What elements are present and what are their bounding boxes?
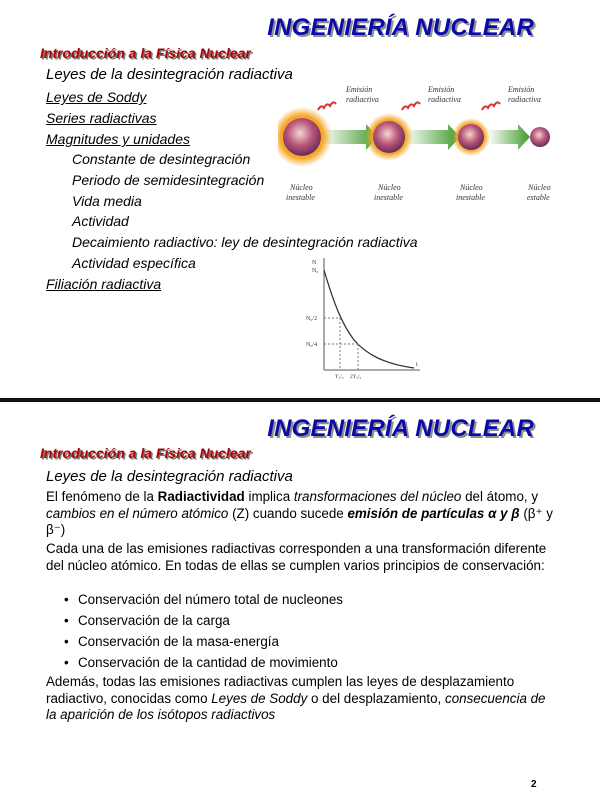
svg-text:N₀: N₀ xyxy=(312,268,318,274)
list-item: •Conservación de la cantidad de movimien… xyxy=(64,655,338,670)
svg-text:Núcleo: Núcleo xyxy=(459,183,483,192)
svg-text:2T₁/₂: 2T₁/₂ xyxy=(350,374,362,380)
topic-item: Series radiactivas xyxy=(46,110,157,126)
svg-text:inestable: inestable xyxy=(456,193,485,202)
subtopic-item: Decaimiento radiactivo: ley de desintegr… xyxy=(72,234,418,250)
arrow-icon xyxy=(488,124,530,150)
svg-text:Emisión: Emisión xyxy=(427,85,454,94)
slide-title: INGENIERÍA NUCLEAR xyxy=(267,14,534,41)
arrow-icon xyxy=(405,124,460,150)
nucleus-icon xyxy=(373,121,405,153)
paragraph-conservation: Cada una de las emisiones radiactivas co… xyxy=(46,541,547,573)
svg-text:N₀/2: N₀/2 xyxy=(306,316,317,322)
svg-text:Núcleo: Núcleo xyxy=(377,183,401,192)
nucleus-icon xyxy=(283,118,321,156)
page-number: 2 xyxy=(531,779,537,790)
decay-figure: Emisión radiactiva Emisión radiactiva Em… xyxy=(278,85,551,202)
svg-text:estable: estable xyxy=(527,193,550,202)
svg-text:t: t xyxy=(416,362,418,368)
arrow-icon xyxy=(322,124,378,150)
decay-graph: N N₀ N₀/2 N₀/4 t T₁/₂ 2T₁/₂ xyxy=(306,258,420,380)
slide-1: INGENIERÍA NUCLEAR Introducción a la Fís… xyxy=(0,0,600,398)
subtopic-item: Vida media xyxy=(72,193,142,209)
svg-text:inestable: inestable xyxy=(286,193,315,202)
section-heading: Leyes de la desintegración radiactiva xyxy=(46,468,293,485)
page-divider xyxy=(0,398,600,402)
nucleus-icon xyxy=(530,127,550,147)
slide-subtitle: Introducción a la Física Nuclear xyxy=(40,445,251,461)
slide-2: INGENIERÍA NUCLEAR Introducción a la Fís… xyxy=(0,402,600,800)
subtopic-item: Actividad específica xyxy=(72,255,196,271)
subtopic-item: Constante de desintegración xyxy=(72,151,251,167)
topic-item: Leyes de Soddy xyxy=(46,89,147,105)
svg-text:Emisión: Emisión xyxy=(345,85,372,94)
svg-text:N: N xyxy=(312,260,317,266)
svg-text:N₀/4: N₀/4 xyxy=(306,342,317,348)
subtopic-item: Periodo de semidesintegración xyxy=(72,172,265,188)
svg-text:Núcleo: Núcleo xyxy=(289,183,313,192)
section-heading: Leyes de la desintegración radiactiva xyxy=(46,66,293,83)
slide-subtitle: Introducción a la Física Nuclear xyxy=(40,45,251,61)
svg-text:T₁/₂: T₁/₂ xyxy=(335,374,344,380)
topic-item: Filiación radiactiva xyxy=(46,276,162,292)
svg-text:radiactiva: radiactiva xyxy=(428,95,461,104)
subtopic-item: Actividad xyxy=(72,213,129,229)
nucleus-icon xyxy=(458,124,484,150)
list-item: •Conservación del número total de nucleo… xyxy=(64,592,344,607)
emission-wave-icon xyxy=(401,101,421,111)
svg-text:radiactiva: radiactiva xyxy=(346,95,379,104)
paragraph-soddy: Además, todas las emisiones radiactivas … xyxy=(46,674,546,722)
svg-text:radiactiva: radiactiva xyxy=(508,95,541,104)
paragraph-radioactivity: El fenómeno de la Radiactividad implica … xyxy=(46,489,553,537)
decay-curve xyxy=(323,269,415,369)
topic-item: Magnitudes y unidades xyxy=(46,131,190,147)
list-item: •Conservación de la masa-energía xyxy=(64,634,279,649)
svg-text:Emisión: Emisión xyxy=(507,85,534,94)
svg-text:inestable: inestable xyxy=(374,193,403,202)
emission-wave-icon xyxy=(481,101,501,111)
svg-text:Núcleo: Núcleo xyxy=(527,183,551,192)
list-item: •Conservación de la carga xyxy=(64,613,230,628)
slide-title: INGENIERÍA NUCLEAR xyxy=(267,415,534,442)
emission-wave-icon xyxy=(317,101,337,111)
